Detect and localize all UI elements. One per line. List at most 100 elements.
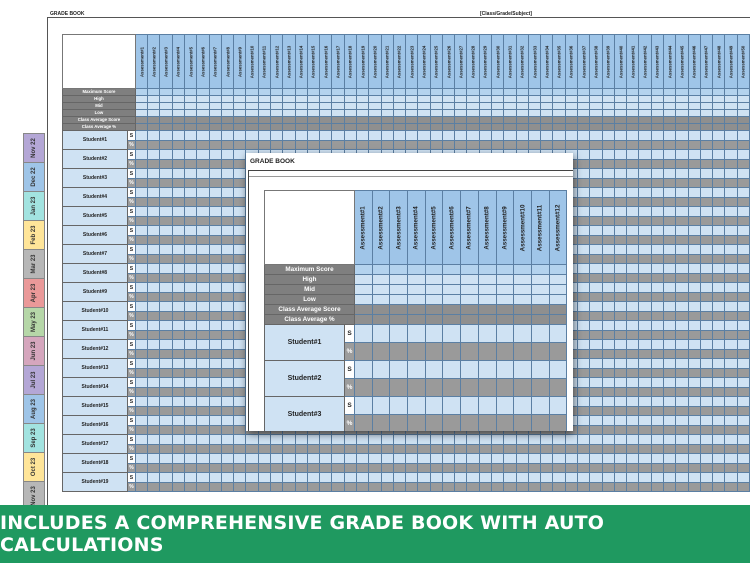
score-cell[interactable] (724, 453, 738, 464)
score-cell[interactable] (220, 320, 235, 331)
score-cell[interactable] (613, 472, 628, 483)
score-cell[interactable] (513, 324, 532, 343)
score-cell[interactable] (699, 225, 714, 236)
score-cell[interactable] (171, 415, 186, 426)
score-cell[interactable] (675, 434, 689, 445)
score-cell[interactable] (650, 472, 664, 483)
score-cell[interactable] (134, 301, 149, 312)
score-cell[interactable] (208, 244, 222, 255)
score-cell[interactable] (196, 415, 210, 426)
score-cell[interactable] (687, 206, 701, 217)
score-cell[interactable] (564, 472, 579, 483)
score-cell[interactable] (466, 434, 480, 445)
score-cell[interactable] (147, 320, 161, 331)
score-cell[interactable] (196, 358, 210, 369)
score-cell[interactable] (429, 472, 443, 483)
score-cell[interactable] (257, 434, 271, 445)
score-cell[interactable] (577, 301, 591, 312)
score-cell[interactable] (638, 282, 652, 293)
score-cell[interactable] (736, 472, 750, 483)
score-cell[interactable] (368, 453, 382, 464)
score-cell[interactable] (662, 168, 677, 179)
score-cell[interactable] (429, 453, 443, 464)
score-cell[interactable] (601, 415, 615, 426)
score-cell[interactable] (159, 168, 173, 179)
score-cell[interactable] (736, 149, 750, 160)
score-cell[interactable] (527, 434, 542, 445)
score-cell[interactable] (466, 453, 480, 464)
score-cell[interactable] (513, 360, 532, 379)
score-cell[interactable] (208, 301, 222, 312)
score-cell[interactable] (134, 187, 149, 198)
score-cell[interactable] (171, 453, 186, 464)
score-cell[interactable] (491, 453, 505, 464)
score-cell[interactable] (650, 282, 664, 293)
score-cell[interactable] (478, 472, 493, 483)
score-cell[interactable] (577, 149, 591, 160)
score-cell[interactable] (724, 149, 738, 160)
score-cell[interactable] (355, 130, 370, 141)
score-cell[interactable] (577, 206, 591, 217)
score-cell[interactable] (626, 225, 640, 236)
score-cell[interactable] (699, 320, 714, 331)
score-cell[interactable] (515, 453, 529, 464)
score-cell[interactable] (687, 472, 701, 483)
score-cell[interactable] (626, 320, 640, 331)
score-cell[interactable] (638, 320, 652, 331)
score-cell[interactable] (650, 206, 664, 217)
score-cell[interactable] (601, 206, 615, 217)
score-cell[interactable] (380, 434, 394, 445)
score-cell[interactable] (184, 206, 198, 217)
score-cell[interactable] (650, 434, 664, 445)
score-cell[interactable] (343, 434, 357, 445)
score-cell[interactable] (638, 263, 652, 274)
score-cell[interactable] (171, 301, 186, 312)
score-cell[interactable] (147, 301, 161, 312)
score-cell[interactable] (650, 396, 664, 407)
score-cell[interactable] (220, 149, 235, 160)
score-cell[interactable] (601, 301, 615, 312)
score-cell[interactable] (638, 358, 652, 369)
score-cell[interactable] (171, 263, 186, 274)
score-cell[interactable] (638, 244, 652, 255)
score-cell[interactable] (589, 187, 603, 198)
score-cell[interactable] (134, 434, 149, 445)
score-cell[interactable] (134, 396, 149, 407)
score-cell[interactable] (626, 358, 640, 369)
score-cell[interactable] (171, 244, 186, 255)
score-cell[interactable] (184, 453, 198, 464)
score-cell[interactable] (495, 324, 515, 343)
score-cell[interactable] (171, 434, 186, 445)
score-cell[interactable] (540, 472, 554, 483)
score-cell[interactable] (233, 244, 247, 255)
score-cell[interactable] (601, 453, 615, 464)
score-cell[interactable] (454, 472, 468, 483)
score-cell[interactable] (478, 453, 493, 464)
score-cell[interactable] (638, 187, 652, 198)
score-cell[interactable] (699, 396, 714, 407)
score-cell[interactable] (662, 263, 677, 274)
score-cell[interactable] (712, 358, 726, 369)
score-cell[interactable] (429, 434, 443, 445)
score-cell[interactable] (613, 263, 628, 274)
score-cell[interactable] (638, 301, 652, 312)
score-cell[interactable] (601, 472, 615, 483)
score-cell[interactable] (220, 396, 235, 407)
score-cell[interactable] (638, 225, 652, 236)
score-cell[interactable] (159, 396, 173, 407)
score-cell[interactable] (650, 168, 664, 179)
score-cell[interactable] (724, 320, 738, 331)
score-cell[interactable] (724, 282, 738, 293)
score-cell[interactable] (687, 130, 701, 141)
score-cell[interactable] (355, 453, 370, 464)
score-cell[interactable] (233, 339, 247, 350)
score-cell[interactable] (601, 263, 615, 274)
score-cell[interactable] (269, 472, 284, 483)
score-cell[interactable] (724, 472, 738, 483)
score-cell[interactable] (675, 358, 689, 369)
score-cell[interactable] (736, 415, 750, 426)
score-cell[interactable] (626, 472, 640, 483)
score-cell[interactable] (208, 206, 222, 217)
score-cell[interactable] (171, 396, 186, 407)
score-cell[interactable] (171, 358, 186, 369)
